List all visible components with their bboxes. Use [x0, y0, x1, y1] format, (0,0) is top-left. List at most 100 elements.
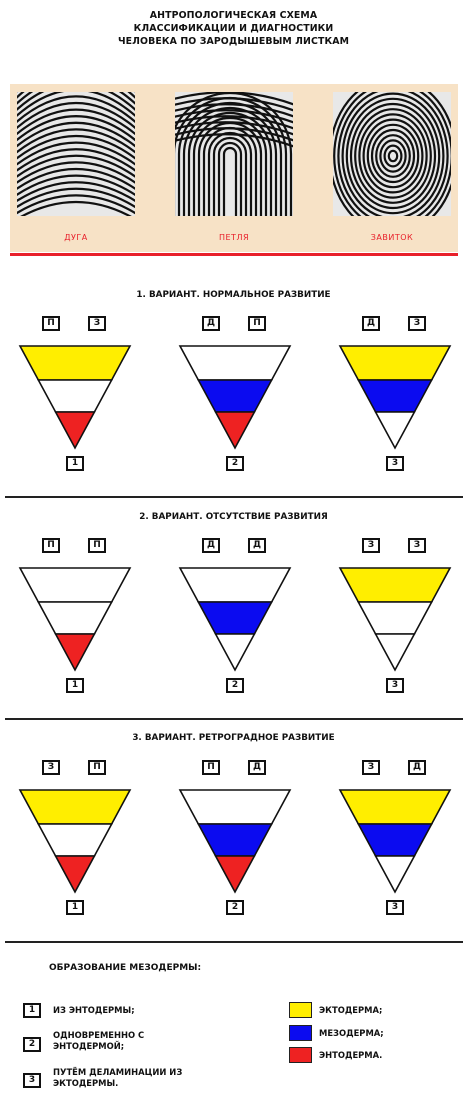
- variant-2-title: 2. ВАРИАНТ. ОТСУТСТВИЕ РАЗВИТИЯ: [139, 512, 328, 522]
- number-box: 3: [386, 900, 404, 915]
- letter-box-left: З: [362, 538, 380, 553]
- cone-band-bottom: [54, 411, 96, 450]
- number-box: 1: [66, 456, 84, 471]
- letter-box-right: П: [88, 760, 106, 775]
- legend-text-line: ОДНОВРЕМЕННО С: [53, 1030, 145, 1040]
- germ-layer-cone: [338, 567, 452, 672]
- letter-box-left: П: [42, 538, 60, 553]
- cone-band-top: [18, 345, 132, 381]
- cone-band-top: [178, 345, 292, 381]
- legend-swatch-endoderm: [289, 1047, 312, 1063]
- fingerprint-label: ДУГА: [64, 233, 88, 242]
- cone-band-top: [178, 567, 292, 603]
- legend-layer-ectoderm: ЭКТОДЕРМА;: [319, 1005, 383, 1015]
- germ-layer-cone: [338, 789, 452, 894]
- number-box: 1: [66, 678, 84, 693]
- number-box: 2: [226, 900, 244, 915]
- cone-band-bottom: [214, 855, 256, 894]
- letter-box-left: З: [362, 760, 380, 775]
- cone-band-bottom: [374, 855, 416, 894]
- legend-text-line: ПУТЁМ ДЕЛАМИНАЦИИ ИЗ: [53, 1067, 183, 1077]
- cone-band-bottom: [214, 411, 256, 450]
- fingerprint-loop-image: [175, 92, 293, 216]
- letter-box-right: П: [88, 538, 106, 553]
- cone-band-middle: [356, 823, 434, 857]
- germ-layer-cone: [18, 345, 132, 450]
- cone-band-middle: [356, 601, 434, 635]
- germ-layer-cone: [178, 567, 292, 672]
- cone-band-middle: [196, 379, 274, 413]
- cone-band-middle: [36, 379, 114, 413]
- cone-band-middle: [196, 601, 274, 635]
- letter-box-right: Д: [408, 760, 426, 775]
- legend-source-2-text: ОДНОВРЕМЕННО С ЭНТОДЕРМОЙ;: [53, 1030, 144, 1051]
- legend-swatch-mesoderm: [289, 1025, 312, 1041]
- legend-source-3-text: ПУТЁМ ДЕЛАМИНАЦИИ ИЗ ЭКТОДЕРМЫ.: [53, 1067, 182, 1088]
- cone-band-top: [18, 789, 132, 825]
- germ-layer-cone: [338, 345, 452, 450]
- legend-title: ОБРАЗОВАНИЕ МЕЗОДЕРМЫ:: [49, 963, 202, 973]
- letter-box-left: З: [42, 760, 60, 775]
- legend-source-1-text: ИЗ ЭНТОДЕРМЫ;: [53, 1005, 135, 1016]
- cone-band-middle: [36, 601, 114, 635]
- section-divider: [5, 941, 463, 943]
- title-line: ЧЕЛОВЕКА ПО ЗАРОДЫШЕВЫМ ЛИСТКАМ: [117, 36, 350, 47]
- cone-band-top: [178, 789, 292, 825]
- fingerprint-whorl-icon: [333, 92, 451, 216]
- letter-box-right: З: [408, 316, 426, 331]
- letter-box-left: П: [42, 316, 60, 331]
- fingerprint-panel: ДУГА ПЕТЛЯ ЗАВИТОК: [10, 84, 458, 252]
- section-divider: [5, 718, 463, 720]
- variant-1-title: 1. ВАРИАНТ. НОРМАЛЬНОЕ РАЗВИТИЕ: [136, 290, 331, 300]
- letter-box-left: Д: [202, 316, 220, 331]
- page-title: АНТРОПОЛОГИЧЕСКАЯ СХЕМА КЛАССИФИКАЦИИ И …: [0, 9, 467, 48]
- number-box: 2: [226, 456, 244, 471]
- cone-band-top: [338, 567, 452, 603]
- letter-box-right: Д: [248, 538, 266, 553]
- germ-layer-cone: [178, 789, 292, 894]
- fingerprint-whorl-image: [333, 92, 451, 216]
- title-line: АНТРОПОЛОГИЧЕСКАЯ СХЕМА: [149, 10, 318, 21]
- germ-layer-cone: [178, 345, 292, 450]
- cone-band-middle: [196, 823, 274, 857]
- cone-band-bottom: [54, 855, 96, 894]
- legend-text-line: ИЗ ЭНТОДЕРМЫ;: [53, 1005, 135, 1015]
- cone-band-top: [338, 789, 452, 825]
- legend-layer-endoderm: ЭНТОДЕРМА.: [319, 1050, 383, 1060]
- fingerprint-loop-icon: [175, 92, 293, 216]
- letter-box-right: П: [248, 316, 266, 331]
- letter-box-left: П: [202, 760, 220, 775]
- cone-band-middle: [36, 823, 114, 857]
- cone-band-middle: [356, 379, 434, 413]
- legend-source-3-box: 3: [23, 1073, 41, 1088]
- letter-box-right: З: [408, 538, 426, 553]
- germ-layer-cone: [18, 567, 132, 672]
- fingerprint-arch-image: [17, 92, 135, 216]
- title-line: КЛАССИФИКАЦИИ И ДИАГНОСТИКИ: [133, 23, 334, 34]
- cone-band-bottom: [374, 411, 416, 450]
- legend-source-2-box: 2: [23, 1037, 41, 1052]
- fingerprint-label: ПЕТЛЯ: [218, 233, 250, 242]
- cone-band-top: [338, 345, 452, 381]
- section-divider: [5, 496, 463, 498]
- fingerprint-red-line: [10, 253, 458, 256]
- variant-3-title: 3. ВАРИАНТ. РЕТРОГРАДНОЕ РАЗВИТИЕ: [132, 733, 335, 743]
- number-box: 3: [386, 678, 404, 693]
- cone-band-bottom: [214, 633, 256, 672]
- legend-source-1-box: 1: [23, 1003, 41, 1018]
- fingerprint-arch-icon: [17, 92, 135, 216]
- letter-box-left: Д: [202, 538, 220, 553]
- number-box: 3: [386, 456, 404, 471]
- number-box: 1: [66, 900, 84, 915]
- germ-layer-cone: [18, 789, 132, 894]
- letter-box-right: Д: [248, 760, 266, 775]
- number-box: 2: [226, 678, 244, 693]
- legend-text-line: ЭКТОДЕРМЫ.: [53, 1077, 119, 1088]
- legend-layer-mesoderm: МЕЗОДЕРМА;: [319, 1028, 384, 1038]
- cone-band-bottom: [54, 633, 96, 672]
- legend-swatch-ectoderm: [289, 1002, 312, 1018]
- fingerprint-label: ЗАВИТОК: [370, 233, 414, 242]
- letter-box-left: Д: [362, 316, 380, 331]
- cone-band-top: [18, 567, 132, 603]
- letter-box-right: З: [88, 316, 106, 331]
